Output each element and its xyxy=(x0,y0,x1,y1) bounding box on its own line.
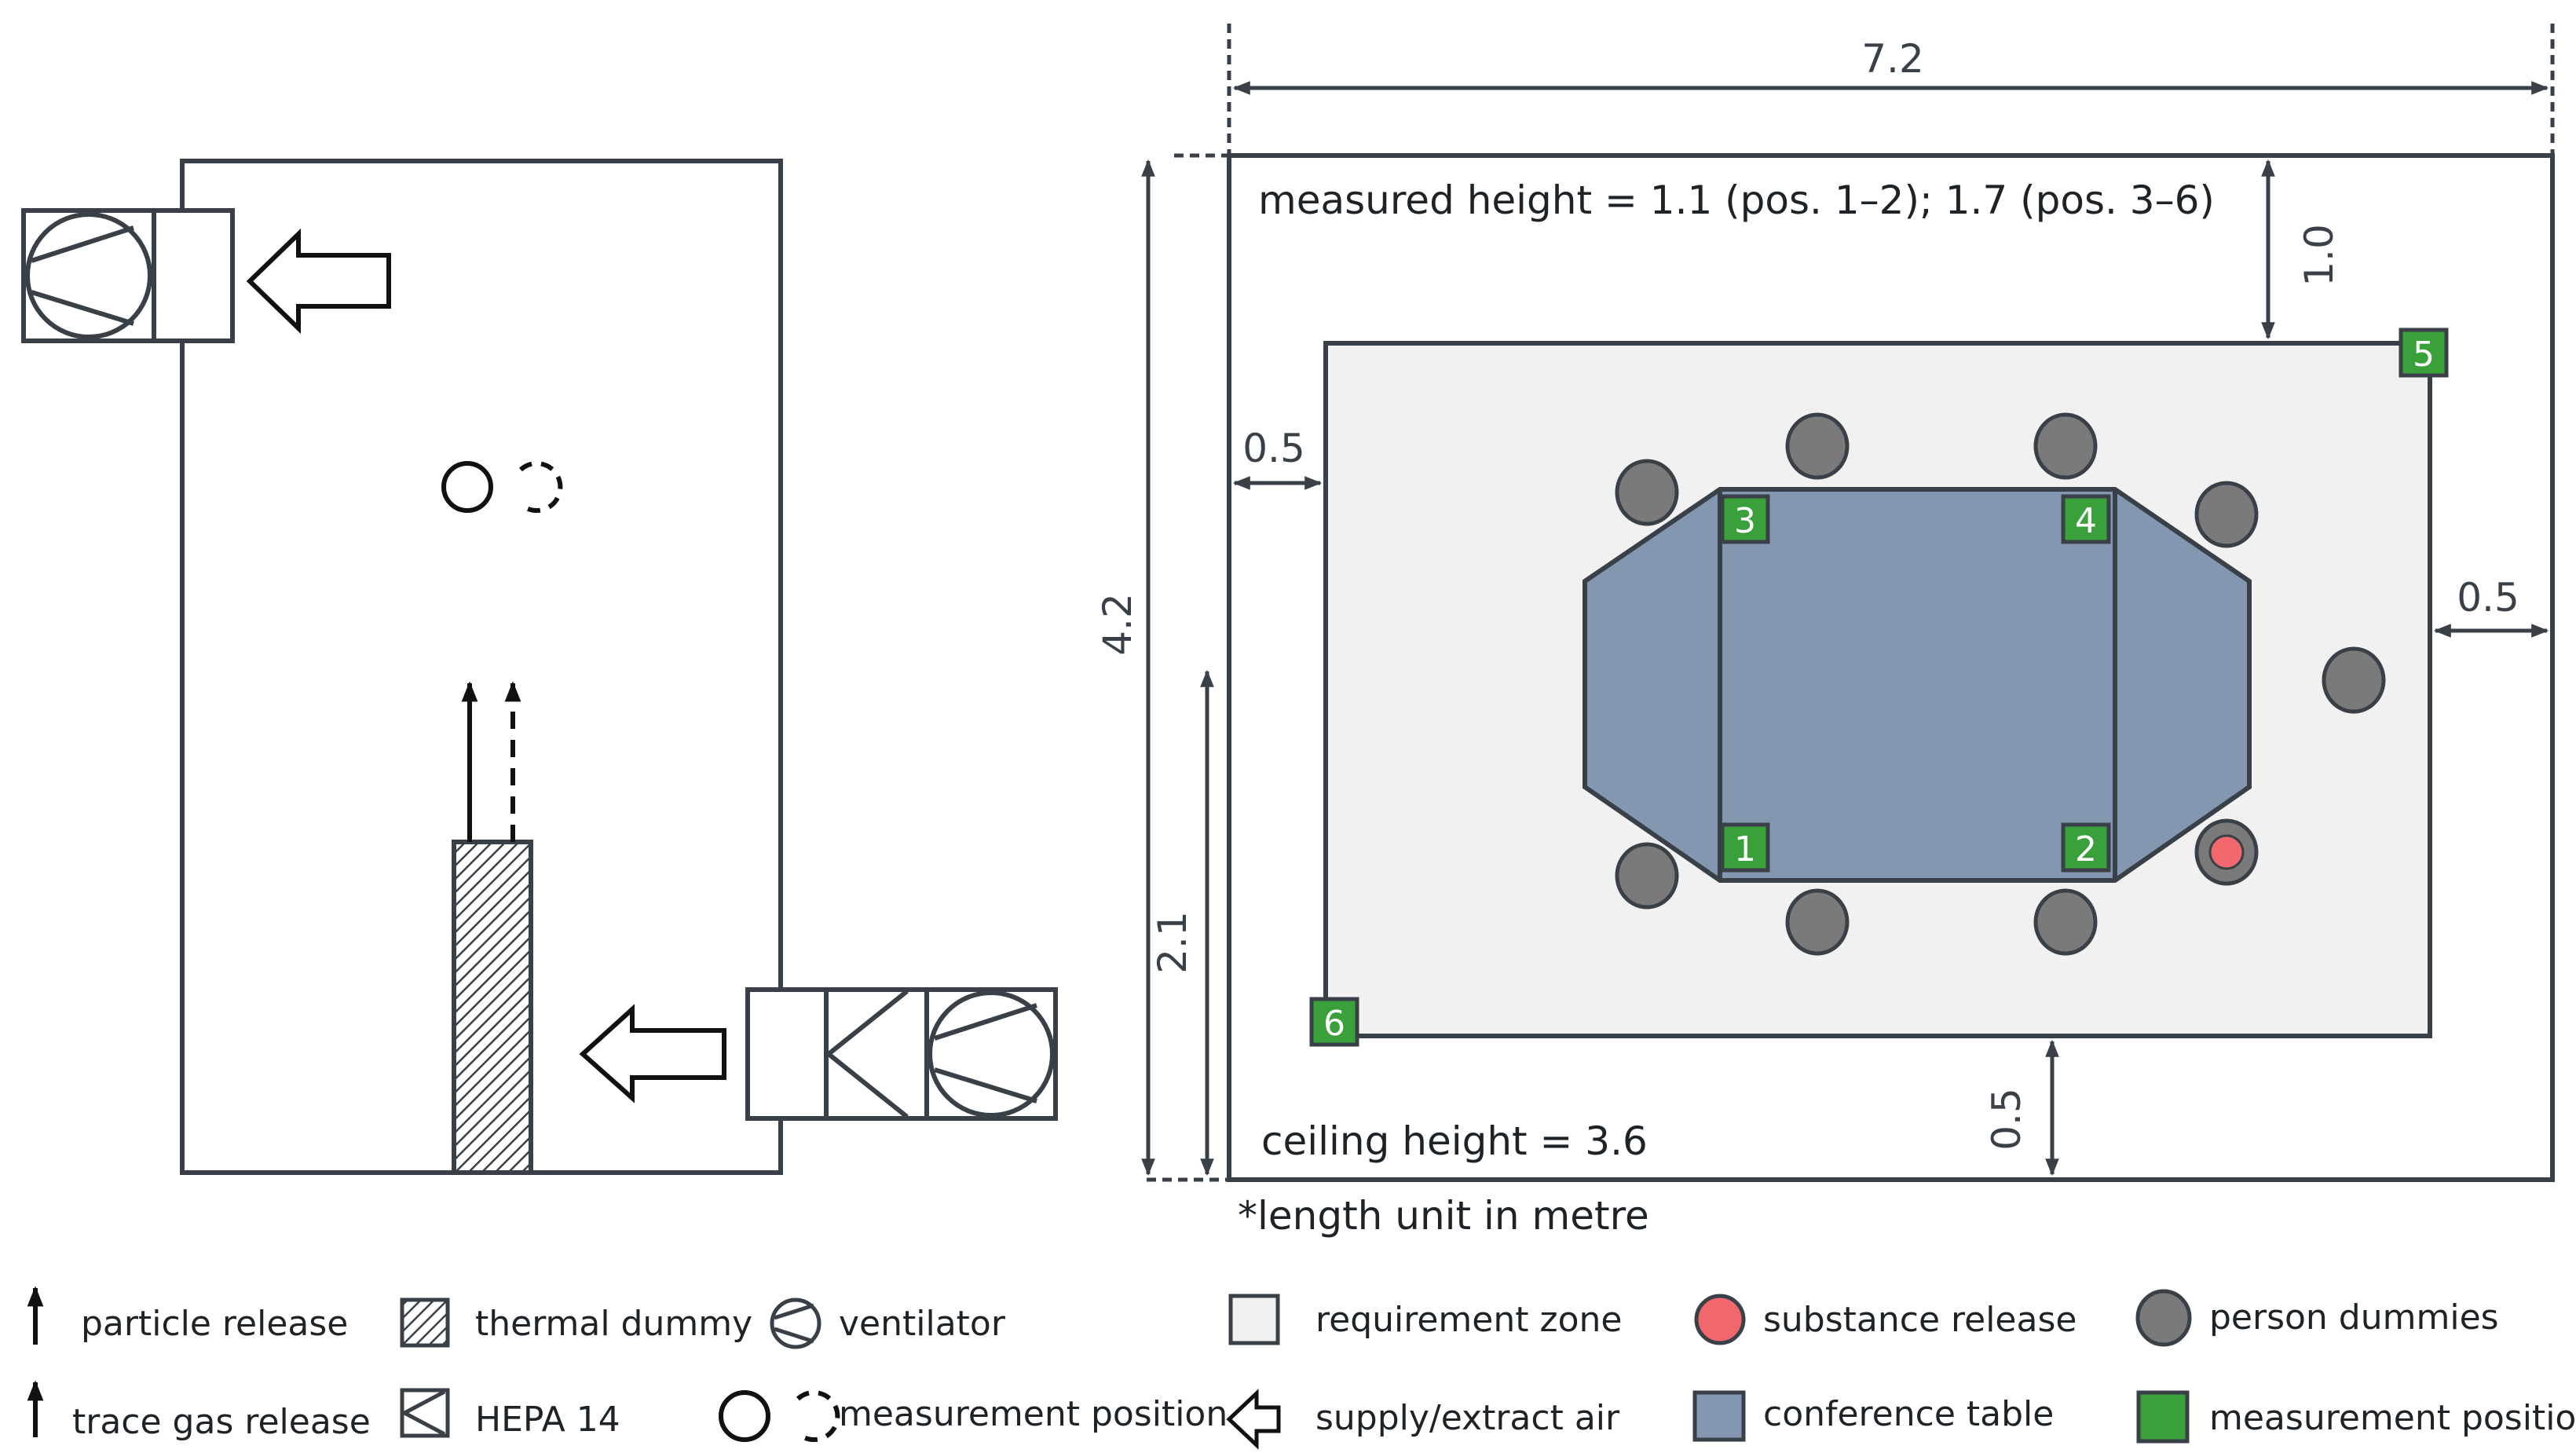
legend-item-ventilator: ventilator xyxy=(770,1297,1006,1349)
person-dummy xyxy=(2033,412,2098,480)
dim-label-room-width: 7.2 xyxy=(1861,36,1924,82)
legend-label: person dummies xyxy=(2209,1297,2499,1338)
legend-item-thermal-dummy: thermal dummy xyxy=(400,1297,752,1348)
dim-label-offset-right: 0.5 xyxy=(2457,575,2519,620)
legend-label: HEPA 14 xyxy=(475,1400,620,1440)
legend-label: substance release xyxy=(1763,1300,2077,1340)
hatch-icon xyxy=(400,1297,450,1348)
dimension-lines xyxy=(1141,24,2555,1182)
measurement-marker-swatch xyxy=(2136,1390,2190,1444)
person-dummy xyxy=(2033,888,2098,956)
legend-item-hepa: HEPA 14 xyxy=(400,1388,620,1440)
marker-label: 5 xyxy=(2413,335,2435,375)
person-dummy xyxy=(1785,888,1850,956)
legend-item-requirement-zone: requirement zone xyxy=(1228,1294,1622,1345)
person-dummy xyxy=(1615,459,1679,526)
measurement-marker-6: 6 xyxy=(1309,997,1359,1047)
marker-label: 3 xyxy=(1734,501,1756,541)
plan-view: 1 2 3 4 5 6 measured height = 1.1 (pos. … xyxy=(1095,24,2555,1239)
person-dummy xyxy=(2194,481,2259,548)
conference-table-swatch xyxy=(1692,1390,1746,1442)
measurement-marker-5: 5 xyxy=(2399,328,2449,378)
legend-label: particle release xyxy=(81,1304,348,1344)
legend-item-substance-release: substance release xyxy=(1694,1294,2077,1345)
dim-label-offset-left: 0.5 xyxy=(1242,426,1305,471)
measured-height-note: measured height = 1.1 (pos. 1–2); 1.7 (p… xyxy=(1258,178,2215,223)
legend-label: thermal dummy xyxy=(475,1304,752,1344)
ventilator-icon xyxy=(25,212,152,339)
side-section xyxy=(21,159,1058,1175)
legend-item-measurement-position-left: measurement position xyxy=(719,1390,1228,1442)
ventilator-unit-top xyxy=(21,208,235,343)
legend-label: supply/extract air xyxy=(1315,1398,1620,1438)
ventilator-icon xyxy=(928,990,1055,1118)
measurement-position-icon xyxy=(441,461,563,513)
requirement-zone-swatch xyxy=(1228,1294,1280,1345)
dim-label-offset-bottom: 0.5 xyxy=(1984,1088,2029,1151)
thermal-dummy xyxy=(452,840,533,1175)
person-dummy xyxy=(2322,646,2386,714)
dim-label-room-depth: 4.2 xyxy=(1095,593,1140,656)
legend-label: ventilator xyxy=(839,1304,1006,1344)
marker-label: 6 xyxy=(1323,1004,1345,1044)
measurement-position-icon xyxy=(719,1390,840,1442)
legend-item-particle-release: particle release xyxy=(27,1286,348,1345)
legend: particle release trace gas release therm… xyxy=(27,1286,2576,1450)
supply-air-arrow-bottom xyxy=(579,1004,726,1103)
legend-label: conference table xyxy=(1763,1394,2054,1434)
measurement-marker-1: 1 xyxy=(1720,822,1770,873)
legend-item-supply-extract-air: supply/extract air xyxy=(1226,1389,1620,1450)
legend-item-trace-gas-release: trace gas release xyxy=(27,1380,371,1442)
ceiling-height-note: ceiling height = 3.6 xyxy=(1261,1118,1648,1164)
ventilator-icon xyxy=(770,1297,821,1349)
legend-item-conference-table: conference table xyxy=(1692,1390,2054,1442)
ventilator-hepa-unit-bottom xyxy=(745,987,1058,1121)
dim-label-left-gap: 2.1 xyxy=(1150,911,1195,974)
marker-label: 1 xyxy=(1734,829,1756,869)
unit-note: *length unit in metre xyxy=(1238,1193,1649,1239)
dim-label-offset-top: 1.0 xyxy=(2296,224,2342,287)
supply-air-arrow-top xyxy=(246,228,391,335)
person-dummy-swatch xyxy=(2135,1289,2192,1347)
person-dummies xyxy=(1615,412,2386,956)
substance-release-swatch xyxy=(1694,1294,1746,1345)
person-dummy xyxy=(1615,842,1679,909)
legend-label: trace gas release xyxy=(72,1402,371,1442)
marker-label: 2 xyxy=(2075,829,2097,869)
person-dummy xyxy=(1785,412,1850,480)
substance-release-point xyxy=(2208,834,2245,870)
conference-table xyxy=(1583,487,2252,883)
hollow-arrow-icon xyxy=(1226,1389,1281,1450)
measurement-marker-3: 3 xyxy=(1720,494,1770,544)
hepa-icon xyxy=(400,1389,446,1437)
legend-item-person-dummies: person dummies xyxy=(2135,1289,2499,1347)
legend-item-measurement-position-right: measurement position xyxy=(2136,1390,2576,1444)
hepa-icon xyxy=(825,989,909,1119)
legend-label: measurement position xyxy=(2209,1398,2576,1438)
measurement-marker-2: 2 xyxy=(2061,822,2111,873)
measurement-marker-4: 4 xyxy=(2061,494,2111,544)
legend-label: measurement position xyxy=(839,1394,1228,1434)
legend-label: requirement zone xyxy=(1315,1300,1622,1340)
marker-label: 4 xyxy=(2075,501,2097,541)
